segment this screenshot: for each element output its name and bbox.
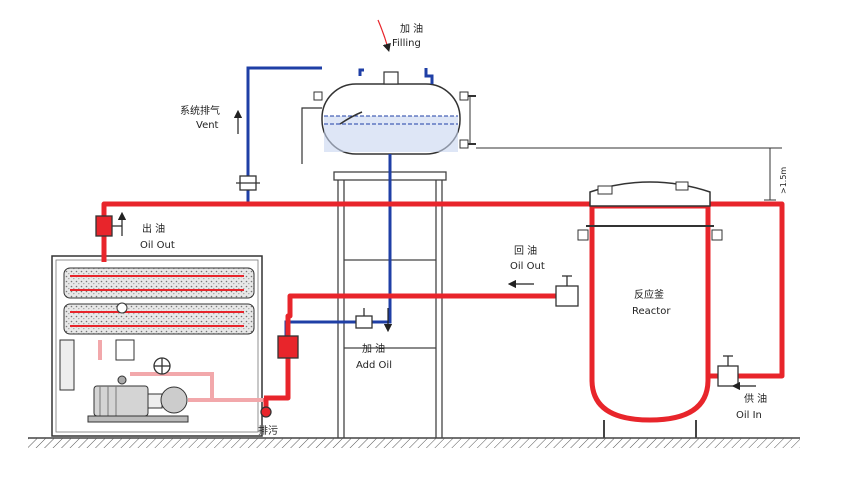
return-valve	[555, 275, 579, 307]
vent-valve	[236, 175, 260, 191]
oil-out-label-cn: 出 油	[142, 222, 165, 235]
valves	[95, 175, 739, 418]
ground	[28, 437, 800, 448]
drain-label: 排污	[258, 424, 278, 437]
height-label: >1.5m	[779, 167, 788, 194]
height-dimension	[476, 147, 782, 201]
return-label-cn: 回 油	[514, 244, 537, 257]
reactor-label-en: Reactor	[632, 306, 671, 317]
supply-valve	[717, 355, 739, 387]
heater-unit	[51, 255, 263, 437]
heater-internal-pipes	[98, 340, 264, 402]
expansion-tank	[301, 71, 476, 164]
filter-valve	[277, 335, 299, 359]
reactor-label-cn: 反应釜	[634, 288, 664, 301]
vent-label-cn: 系统排气	[180, 104, 220, 117]
oil-out-valve	[95, 215, 122, 237]
add-oil-label-cn: 加 油	[362, 342, 385, 355]
filling-arrow	[377, 19, 391, 53]
supply-label-en: Oil In	[736, 410, 762, 421]
add-oil-valve	[355, 308, 373, 329]
drain-valve	[260, 406, 272, 418]
vent-label-en: Vent	[196, 120, 219, 131]
supply-label-cn: 供 油	[744, 392, 767, 405]
add-oil-label-en: Add Oil	[356, 360, 392, 371]
oil-out-label-en: Oil Out	[140, 240, 175, 251]
pump-motor	[87, 375, 189, 423]
return-label-en: Oil Out	[510, 261, 545, 272]
reactor-vessel	[577, 181, 723, 438]
heater-handwheel	[153, 357, 171, 375]
filling-label-cn: 加 油	[400, 22, 423, 35]
flow-arrows	[117, 19, 756, 391]
filling-label-en: Filling	[392, 38, 421, 49]
